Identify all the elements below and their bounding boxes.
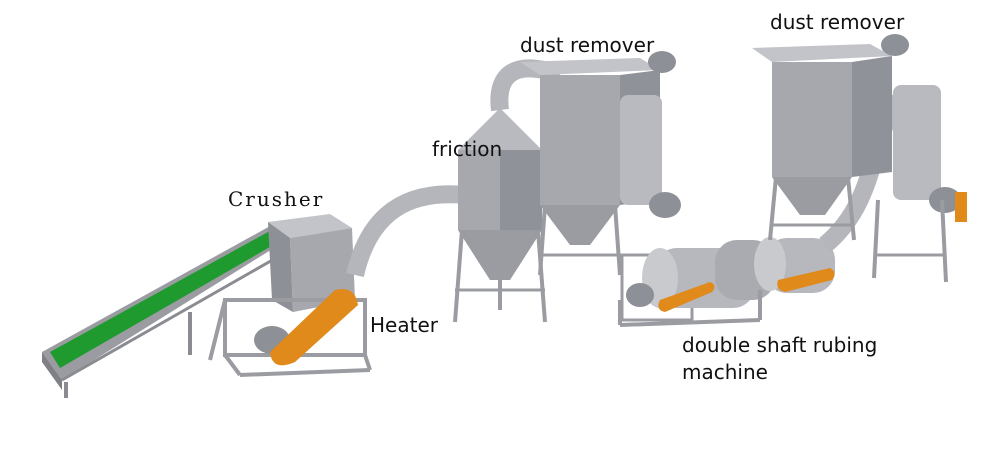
double-shaft-rubbing-machine <box>618 237 835 327</box>
belt-guard <box>777 268 835 292</box>
fan <box>881 34 909 56</box>
blower <box>929 187 961 213</box>
crusher-machine <box>208 214 372 377</box>
cyclone <box>893 85 941 200</box>
blower <box>649 192 681 218</box>
motor <box>626 283 654 307</box>
belt-guard <box>270 289 358 366</box>
belt-guard <box>955 192 967 222</box>
label-crusher: Crusher <box>228 187 324 211</box>
dust-remover-1 <box>520 51 681 276</box>
label-heater: Heater <box>370 313 439 337</box>
conveyor-belt <box>42 225 291 398</box>
label-dust-remover-2: dust remover <box>770 10 905 34</box>
label-rubing-line-1: double shaft rubing <box>682 333 877 357</box>
fan <box>648 51 676 73</box>
cyclone <box>620 95 662 205</box>
label-dust-remover-1: dust remover <box>520 33 655 57</box>
label-friction: friction <box>432 137 502 161</box>
pipe <box>346 185 466 278</box>
belt-surface <box>50 232 282 368</box>
friction-silo <box>453 108 547 323</box>
label-rubing-line-2: machine <box>682 360 768 384</box>
belt-guard <box>658 282 715 312</box>
dust-remover-2 <box>752 34 967 283</box>
